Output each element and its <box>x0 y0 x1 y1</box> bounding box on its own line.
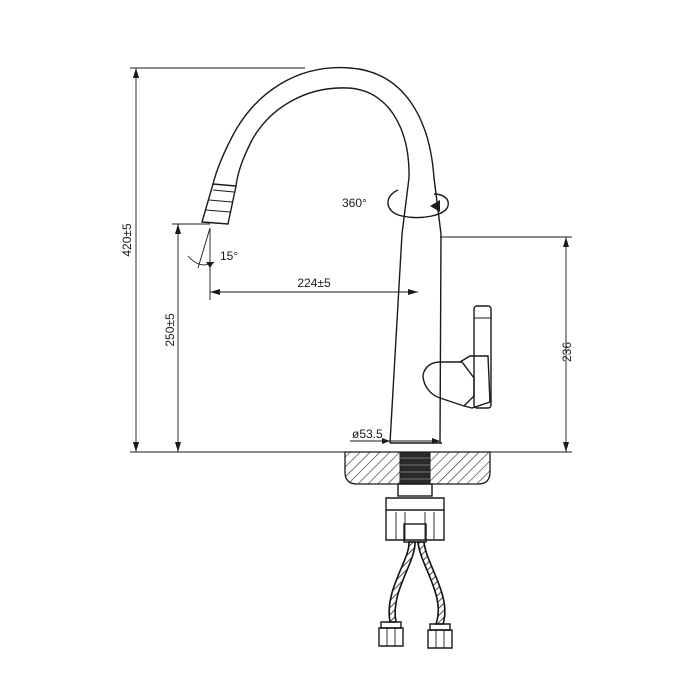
base-diameter-label: ø53.5 <box>352 427 383 441</box>
mounting-nut <box>385 483 445 543</box>
dimension-body-height: 236 <box>440 236 574 453</box>
dimension-base-diameter: ø53.5 <box>350 427 440 444</box>
dimension-reach: 224±5 <box>209 268 418 300</box>
faucet-spout <box>201 66 442 235</box>
tilt-angle-indicator: 15° <box>187 227 238 270</box>
swivel-label: 360° <box>342 196 367 210</box>
reach-label: 224±5 <box>297 276 331 290</box>
total-height-label: 420±5 <box>120 223 134 257</box>
body-height-label: 236 <box>560 342 574 362</box>
countertop-section <box>178 451 566 485</box>
flexible-hoses <box>378 541 453 649</box>
swivel-indicator: 360° <box>342 189 449 219</box>
spout-height-label: 250±5 <box>163 313 177 347</box>
tilt-angle-label: 15° <box>220 249 238 263</box>
dimension-spout-height: 250±5 <box>163 223 210 452</box>
faucet-body <box>389 233 442 444</box>
dimension-total-height: 420±5 <box>120 67 345 453</box>
faucet-handle <box>422 305 492 409</box>
